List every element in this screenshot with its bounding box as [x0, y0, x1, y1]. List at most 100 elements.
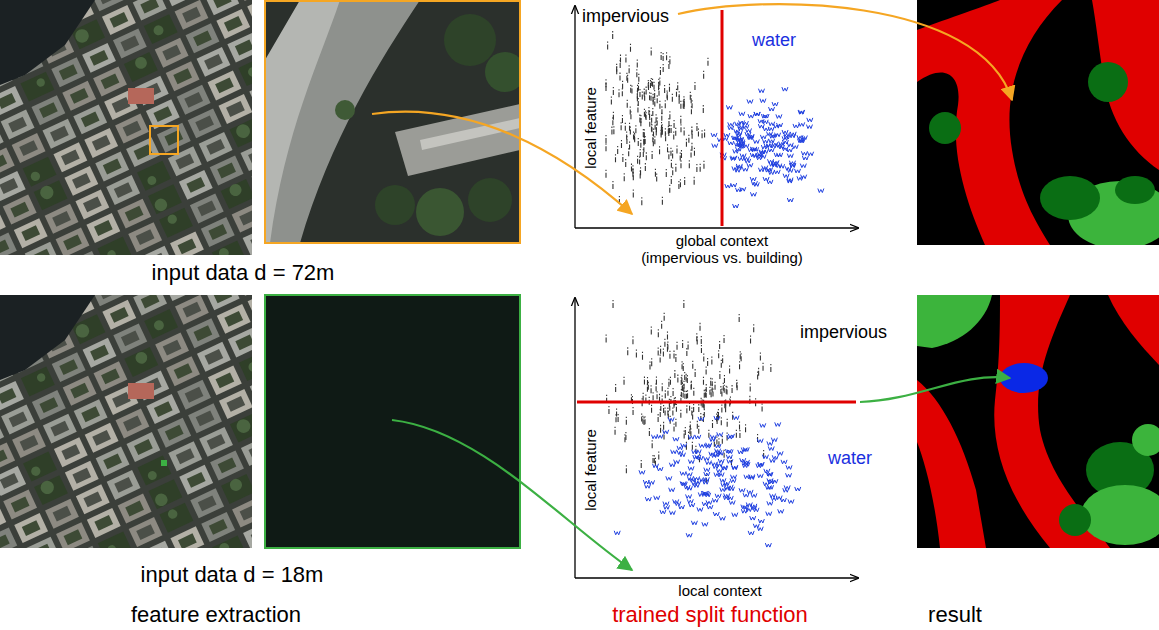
scatter-marker	[739, 314, 740, 322]
scatter-marker	[671, 176, 672, 184]
satellite-image	[248, 443, 252, 459]
satellite-image	[92, 430, 111, 446]
satellite-image	[226, 101, 245, 117]
satellite-image	[241, 141, 252, 171]
scatter-marker	[721, 404, 722, 412]
satellite-image	[76, 484, 110, 514]
satellite-image	[21, 225, 40, 241]
satellite-image	[235, 40, 252, 56]
scatter-marker	[720, 386, 721, 394]
scatter-marker	[669, 403, 670, 411]
segmentation-result	[1108, 295, 1159, 365]
satellite-image	[117, 199, 151, 229]
scatter-marker	[750, 516, 756, 520]
satellite-image	[184, 92, 203, 108]
scatter-marker	[747, 99, 753, 103]
scatter-marker	[673, 437, 679, 441]
satellite-image	[163, 340, 182, 356]
scatter-marker	[661, 321, 662, 329]
satellite-image	[112, 392, 131, 408]
scatter-marker	[793, 124, 799, 128]
satellite-image	[153, 106, 172, 122]
scatter-marker	[663, 422, 664, 430]
scatter-marker	[653, 97, 654, 105]
split-line	[577, 10, 856, 402]
scatter-marker	[663, 502, 669, 506]
satellite-image	[133, 55, 149, 71]
scatter-marker	[616, 66, 617, 74]
scatter-marker	[777, 451, 783, 455]
satellite-image	[209, 519, 228, 535]
scatter-marker	[745, 424, 746, 432]
scatter-marker	[643, 144, 644, 152]
scatter-marker	[680, 124, 681, 132]
zoom-image	[265, 0, 520, 243]
satellite-image	[164, 130, 183, 146]
satellite-image	[146, 470, 158, 482]
satellite-image	[0, 0, 252, 255]
satellite-image	[128, 88, 154, 104]
scatter-marker	[747, 163, 753, 167]
scatter-marker	[650, 93, 651, 101]
scatter-marker	[638, 83, 639, 91]
scatter-marker	[714, 416, 720, 420]
scatter-marker	[729, 500, 735, 504]
satellite-image	[248, 295, 252, 319]
scatter-marker	[658, 451, 659, 459]
satellite-image	[134, 439, 153, 455]
satellite-image	[218, 541, 231, 548]
satellite-image	[38, 479, 56, 497]
scatter-marker	[704, 457, 710, 461]
satellite-image	[0, 295, 252, 548]
scatter-marker	[680, 471, 686, 475]
satellite-image	[194, 325, 213, 341]
scatter-marker	[768, 159, 774, 163]
scatter-marker	[632, 336, 633, 344]
scatter-marker	[645, 497, 651, 501]
scatter-marker	[651, 115, 652, 123]
scatter-marker	[665, 407, 666, 415]
scatter-marker	[659, 146, 660, 154]
scatter-marker	[684, 485, 690, 489]
scatter-marker	[686, 374, 687, 382]
satellite-image	[210, 450, 244, 480]
scatter-marker	[780, 498, 786, 502]
scatter-marker	[669, 511, 675, 515]
scatter-marker	[747, 135, 753, 139]
scatter-marker	[675, 128, 676, 136]
scatter-marker	[756, 464, 762, 468]
satellite-image	[224, 311, 243, 327]
scatter-marker	[639, 156, 640, 164]
satellite-image	[201, 217, 235, 247]
satellite-image	[121, 330, 140, 346]
scatter-marker	[667, 331, 668, 339]
scatter-marker	[703, 105, 704, 113]
satellite-image	[166, 356, 200, 386]
scatter-marker	[684, 391, 685, 399]
satellite-image	[83, 197, 102, 213]
scatter-marker	[660, 510, 666, 514]
scatter-marker	[748, 114, 754, 118]
scatter-marker	[757, 371, 758, 379]
scatter-marker	[732, 513, 738, 517]
scatter-marker	[800, 164, 806, 168]
scatter-marker	[705, 461, 711, 465]
axis-label: local context	[678, 583, 761, 600]
scatter-marker	[728, 487, 734, 491]
satellite-image	[70, 88, 89, 104]
scatter-marker	[675, 164, 676, 172]
scatter-marker	[633, 189, 634, 197]
scatter-marker	[717, 432, 723, 436]
satellite-image	[136, 524, 155, 540]
scatter-marker	[644, 89, 645, 97]
scatter-marker	[691, 381, 692, 389]
satellite-image	[23, 157, 57, 187]
satellite-image	[175, 153, 194, 169]
scatter-marker	[637, 91, 638, 99]
satellite-image	[232, 203, 252, 233]
input-label: input data d = 72m	[152, 261, 335, 286]
scatter-marker	[762, 363, 763, 371]
scatter-marker	[713, 512, 719, 516]
scatter-marker	[673, 424, 674, 432]
scatter-marker	[653, 82, 654, 90]
